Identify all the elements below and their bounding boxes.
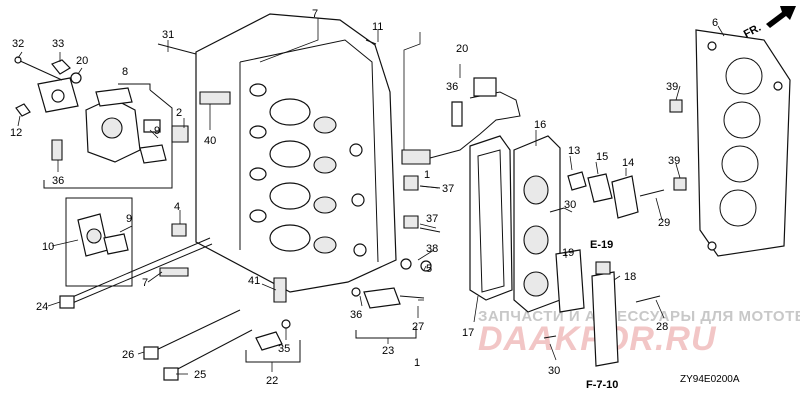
watermark-text: ЗАПЧАСТИ И АКСЕССУАРЫ ДЛЯ МОТОТЕХНИКИ <box>478 308 800 325</box>
callout-26: 26 <box>122 349 134 361</box>
solenoid-assembly <box>65 197 133 287</box>
pin-11 <box>365 39 377 45</box>
head-ports <box>249 83 367 257</box>
dowel-2 <box>171 125 189 143</box>
callout-20: 20 <box>76 55 88 67</box>
module-18 <box>591 261 619 367</box>
callout-36-right: 36 <box>446 81 458 93</box>
callout-23: 23 <box>382 345 394 357</box>
callout-36-left: 36 <box>52 175 64 187</box>
bolt-24 <box>59 237 213 309</box>
stud-31 <box>157 43 197 55</box>
ring-15 <box>587 173 613 203</box>
callout-37-upper: 37 <box>442 183 454 195</box>
callout-34: 35 <box>278 343 290 355</box>
sensor-13 <box>567 171 587 191</box>
collar-20 <box>70 72 82 84</box>
clamp-12 <box>15 103 31 117</box>
callout-39-lower: 39 <box>668 155 680 167</box>
callout-16: 16 <box>534 119 546 131</box>
callout-33: 33 <box>52 38 64 50</box>
callout-27: 27 <box>412 321 424 333</box>
callout-1: 1 <box>424 169 430 181</box>
callout-35: 36 <box>350 309 362 321</box>
callout-17: 17 <box>462 327 474 339</box>
direction-label: FR. <box>742 22 763 41</box>
cover-14 <box>611 175 639 219</box>
callout-2: 2 <box>176 107 182 119</box>
ref-f710: F-7-10 <box>586 379 618 391</box>
bolt-36 <box>51 139 63 161</box>
callout-8: 8 <box>122 66 128 78</box>
gasket-19 <box>555 249 585 313</box>
callout-39-upper: 39 <box>666 81 678 93</box>
callout-25: 25 <box>194 369 206 381</box>
callout-24: 24 <box>36 301 48 313</box>
direction-arrow: FR. <box>742 6 796 41</box>
watermark: DAAKFOR.RU ЗАПЧАСТИ И АКСЕССУАРЫ ДЛЯ МОТ… <box>478 308 800 358</box>
ref-e19: E-19 <box>590 239 613 251</box>
callout-11: 11 <box>372 21 383 33</box>
leader-lines <box>17 18 725 375</box>
callout-28: 28 <box>656 321 668 333</box>
callout-18: 18 <box>624 271 636 283</box>
bolt-28 <box>635 295 661 303</box>
clip-33 <box>51 59 71 75</box>
callout-7: 7 <box>142 277 148 289</box>
callout-40: 40 <box>204 135 216 147</box>
callout-30-lower: 30 <box>548 365 560 377</box>
callout-37-lower: 37 <box>426 213 438 225</box>
head-gasket-6 <box>695 29 791 257</box>
callout-41: 41 <box>248 275 260 287</box>
callout-19: 19 <box>562 247 574 259</box>
callout-10: 10 <box>42 241 54 253</box>
cover-16 <box>513 135 561 313</box>
callout-13: 13 <box>568 145 580 157</box>
bolt-25 <box>163 329 253 381</box>
callout-3: 7 <box>312 8 318 20</box>
cylinder-head <box>195 13 397 293</box>
bolt-32 <box>14 56 63 81</box>
stud-7 <box>159 267 189 277</box>
callout-5: 5 <box>426 263 432 275</box>
pin-40 <box>199 91 231 105</box>
callout-32: 32 <box>12 38 24 50</box>
callout-38: 38 <box>426 243 438 255</box>
diagram-code: ZY94E0200A <box>680 374 740 385</box>
dowel-4 <box>171 223 187 237</box>
sensor-group-23 <box>351 287 425 339</box>
vtc-assembly <box>37 77 173 189</box>
sensor-1 <box>401 149 431 165</box>
callout-29: 29 <box>658 217 670 229</box>
callout-1b: 1 <box>414 357 420 369</box>
callout-4: 4 <box>174 201 180 213</box>
callout-9-mid: 9 <box>126 213 132 225</box>
callout-21: 20 <box>456 43 468 55</box>
callouts: 7 11 31 32 33 20 8 2 12 9 40 36 4 9 10 7… <box>10 8 718 387</box>
harness-21 <box>419 77 521 161</box>
callout-14: 14 <box>622 157 634 169</box>
dowel-39b <box>673 177 687 191</box>
callout-31: 31 <box>162 29 174 41</box>
callout-12: 12 <box>10 127 22 139</box>
callout-15: 15 <box>596 151 608 163</box>
callout-9-top: 9 <box>154 125 160 137</box>
pin-41 <box>273 277 287 303</box>
sensor-group-22 <box>245 319 301 363</box>
callout-30-upper: 30 <box>564 199 576 211</box>
bolt-26 <box>143 309 241 360</box>
gasket-17 <box>469 135 513 301</box>
bolt-29 <box>639 189 665 197</box>
callout-6: 6 <box>712 17 718 29</box>
callout-22: 22 <box>266 375 278 387</box>
dowel-39a <box>669 99 683 113</box>
